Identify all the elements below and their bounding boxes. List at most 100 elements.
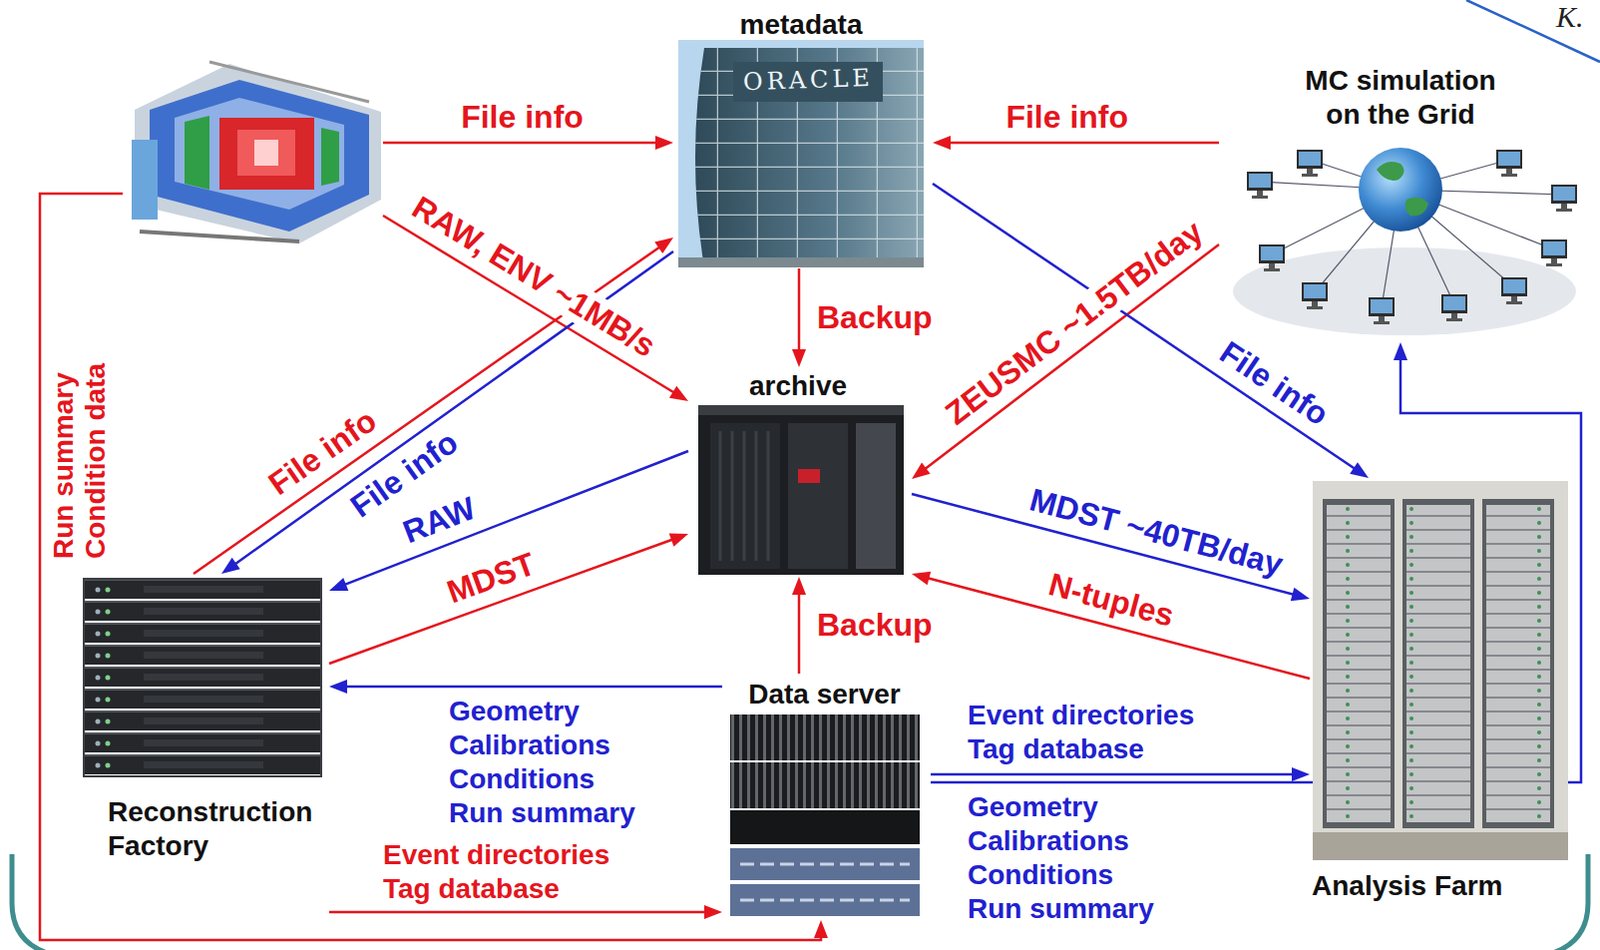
computer-icon [1368,297,1395,325]
frame-corner [1542,853,1589,950]
floor [1312,831,1569,860]
connector-line [921,244,1219,471]
edge-label: Geometry Calibrations Conditions Run sum… [448,694,649,830]
connector [193,237,674,574]
cabinet-top [698,404,904,415]
edge-label: Backup [812,606,937,644]
arrow-head [792,349,806,368]
room-wall [1312,480,1569,860]
computer-icon [1296,149,1323,177]
arrow-head [792,576,806,595]
arrow-head [655,135,674,150]
connector [792,268,806,368]
detector-wall [131,139,158,220]
computer-icon [1501,277,1528,305]
globe [1358,147,1443,232]
node-caption: MC simulation on the Grid [1290,63,1511,132]
corner-text: K. [1556,0,1585,35]
connector [932,135,1219,150]
edge-label: MDST [438,543,544,612]
tracker [254,139,279,166]
arrow-head [1349,461,1369,478]
archive-illustration [698,404,904,575]
connector-line [945,141,1219,145]
disk-array [730,714,920,761]
sky [678,39,924,268]
connector [329,904,723,919]
edge-label: RAW, ENV ~1MB/s [401,187,666,368]
computer-icon [1551,184,1578,212]
server-stack [83,578,322,777]
node-box: Reconstruction Factory [79,573,330,918]
arrow-head [1290,587,1310,602]
node-caption: archive [688,369,908,403]
detector-endcap [321,127,340,186]
node-caption: Analysis Farm [1311,868,1542,903]
cabinet-door [788,422,848,569]
cabinet-display [798,468,820,483]
arrow-head [813,919,828,938]
computer-icon [1301,282,1328,310]
detector-rail [209,61,370,102]
node-box: metadata [673,4,933,269]
grid-illustration [1232,147,1578,336]
node-caption: Reconstruction Factory [107,795,323,863]
arrow-head [911,571,931,586]
connector [383,135,674,150]
cabinet [698,404,904,575]
arrow-head [221,557,241,574]
arrow-head [1291,767,1310,782]
disk-array [730,809,920,844]
building-base [678,257,924,268]
server-rack-illustration [83,578,322,777]
globe-land [1376,161,1429,216]
disk-array [730,762,920,808]
connector-line [329,910,710,914]
arrow-head [329,577,349,591]
data-server-illustration [730,714,920,916]
connector-line [329,537,677,664]
connector-line [383,141,661,145]
corner-line [1466,0,1600,62]
frame-corner [11,853,58,950]
computer-icon [1246,171,1273,199]
detector-barrel [174,97,345,210]
computer-icon [1541,239,1568,267]
edge-label: Run summary Condition data [47,329,112,559]
node-box: MC simulation on the Grid [1218,61,1592,343]
detector-endcap [184,115,210,190]
edge-label: File info [1001,98,1133,136]
computer-icon [1496,149,1523,177]
detector-frame [134,63,382,244]
rack-units [1406,504,1471,822]
building-glass [695,47,924,268]
connector [930,767,1310,782]
cabinet-door [710,422,781,569]
arrow-head [329,679,348,694]
cabinet-slots [720,430,769,561]
connector [911,244,1219,479]
connector-line [342,685,723,689]
connector [329,679,723,694]
calorimeter [219,117,315,190]
node-box [122,50,384,246]
detector-yoke [149,79,370,232]
node-caption: Data server [722,677,927,712]
cabinet-side [855,422,896,569]
connector [383,215,689,401]
calorimeter-inner [237,129,296,176]
detector-illustration [131,61,382,244]
edge-label: File info [456,98,588,136]
sign-band [733,61,883,102]
connector-line [932,183,1359,471]
analysis-farm-illustration [1312,480,1569,860]
arrow-head [669,386,689,401]
edge-label: Event directories Tag database [967,698,1207,767]
connector-line [798,589,801,674]
edge-label: ZEUSMC ~1.5TB/day [935,210,1213,434]
edge-label: Geometry Calibrations Conditions Run sum… [967,790,1168,926]
edge-label: Backup [812,299,937,337]
rack-frame [1322,498,1395,828]
arrow-head [654,237,674,254]
arrow-head [669,533,689,547]
